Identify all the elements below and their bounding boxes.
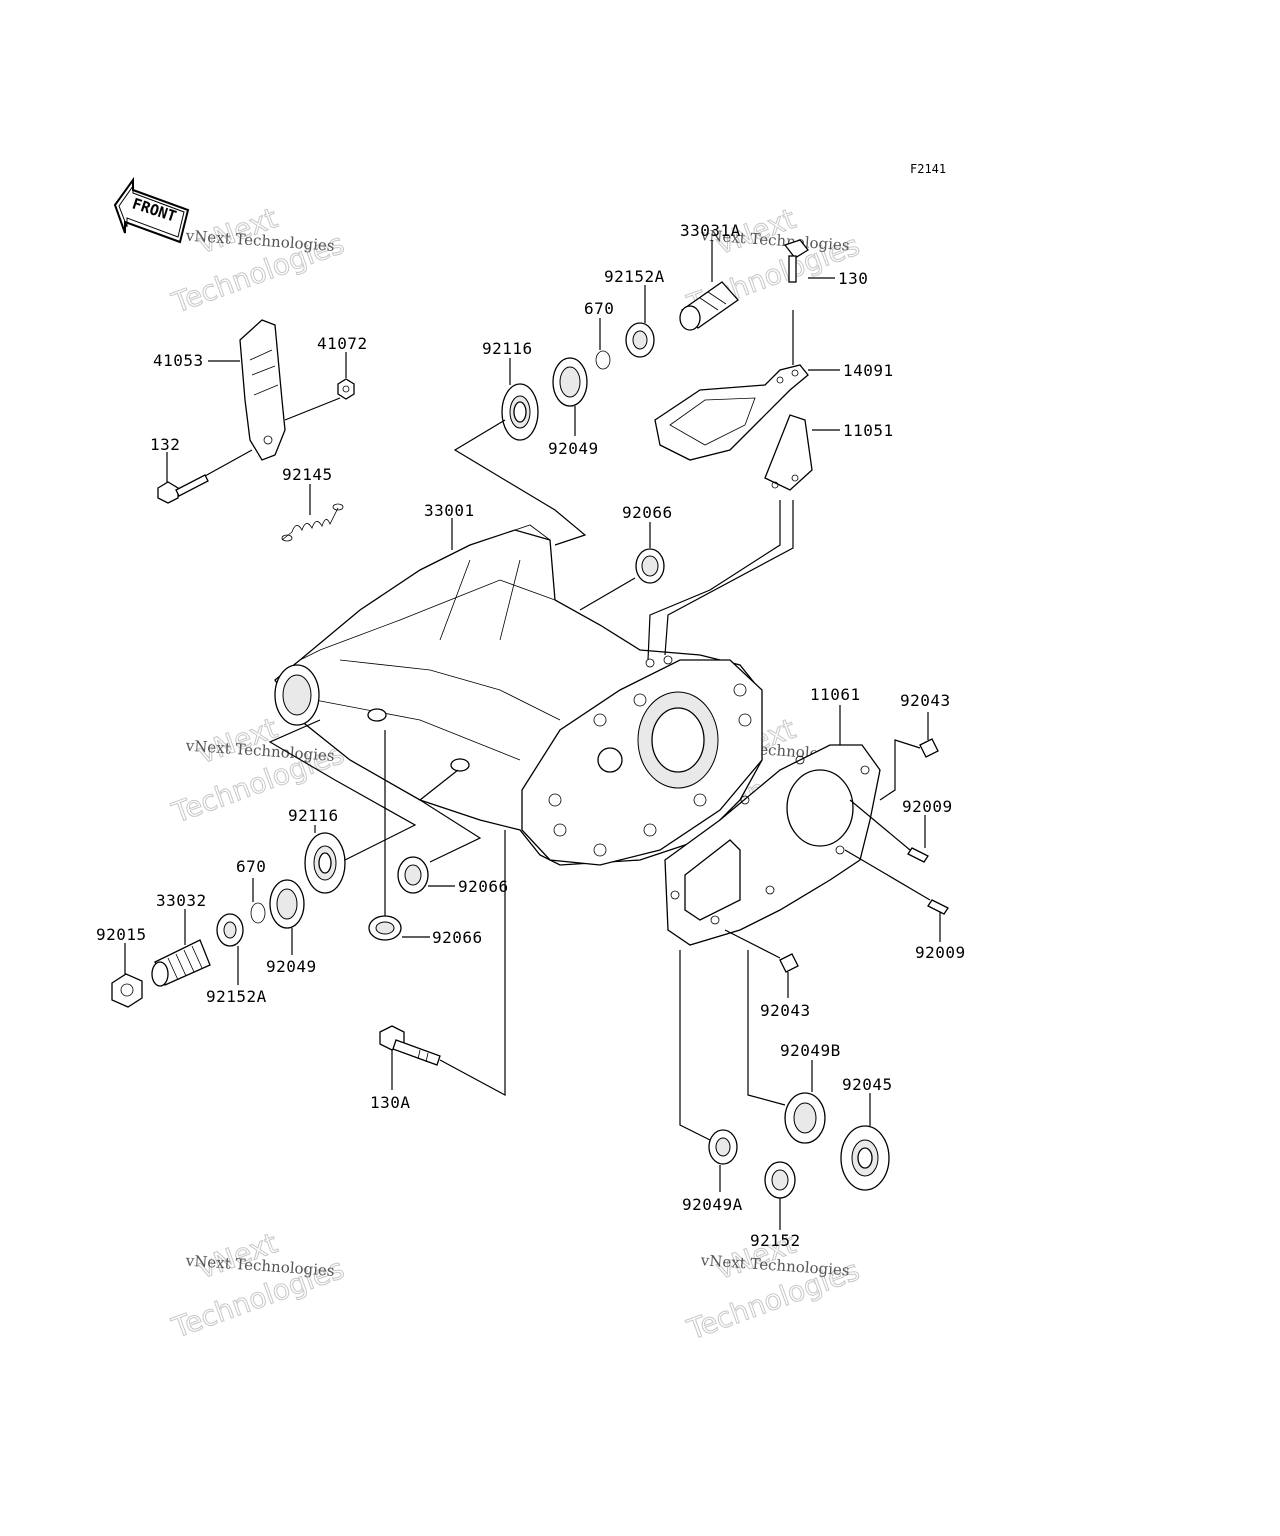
collar-92152 bbox=[764, 1161, 796, 1199]
cover-gasket-11061 bbox=[664, 744, 881, 946]
nut-41072 bbox=[337, 378, 355, 400]
label-92043-right: 92043 bbox=[900, 691, 951, 710]
label-92152A-left: 92152A bbox=[206, 987, 267, 1006]
cover-plate-14091 bbox=[654, 364, 809, 461]
front-arrow-icon: FRONT bbox=[113, 176, 190, 244]
screw-92009-b bbox=[927, 899, 949, 915]
figure-id: F2141 bbox=[910, 162, 946, 176]
label-92066-low: 92066 bbox=[432, 928, 483, 947]
bearing-92116-left bbox=[304, 832, 346, 894]
pivot-shaft-33032 bbox=[151, 939, 211, 987]
bushing-92066-top bbox=[635, 548, 665, 584]
label-33031A: 33031A bbox=[680, 221, 741, 240]
seal-92049A bbox=[708, 1129, 738, 1165]
label-92152A-top: 92152A bbox=[604, 267, 665, 286]
bearing-92116-top bbox=[501, 383, 539, 441]
label-130A: 130A bbox=[370, 1093, 411, 1112]
spring-92145 bbox=[281, 503, 344, 542]
label-670-left: 670 bbox=[236, 857, 266, 876]
label-92043-low: 92043 bbox=[760, 1001, 811, 1020]
label-41072: 41072 bbox=[317, 334, 368, 353]
label-41053: 41053 bbox=[153, 351, 204, 370]
label-92152: 92152 bbox=[750, 1231, 801, 1250]
bolt-130 bbox=[783, 239, 809, 283]
swingarm-housing bbox=[274, 524, 763, 866]
seal-92049B bbox=[784, 1092, 826, 1144]
label-670-top: 670 bbox=[584, 299, 614, 318]
dowel-92043-low bbox=[779, 953, 799, 973]
label-92049-top: 92049 bbox=[548, 439, 599, 458]
label-92116-left: 92116 bbox=[288, 806, 339, 825]
label-92015: 92015 bbox=[96, 925, 147, 944]
label-92045: 92045 bbox=[842, 1075, 893, 1094]
seal-92049-left bbox=[269, 879, 305, 929]
dowel-92043-right bbox=[919, 738, 939, 758]
label-14091: 14091 bbox=[843, 361, 894, 380]
label-92009-b: 92009 bbox=[915, 943, 966, 962]
circlip-670-left bbox=[250, 902, 266, 924]
label-33001: 33001 bbox=[424, 501, 475, 520]
label-92116-top: 92116 bbox=[482, 339, 533, 358]
label-92066-mid: 92066 bbox=[458, 877, 509, 896]
bearing-92045 bbox=[840, 1125, 890, 1191]
label-130: 130 bbox=[838, 269, 868, 288]
bracket-11051 bbox=[764, 414, 813, 491]
nut-92015 bbox=[111, 973, 143, 1008]
label-92049-left: 92049 bbox=[266, 957, 317, 976]
collar-92152A-top bbox=[625, 322, 655, 358]
pivot-shaft-33031A bbox=[679, 281, 739, 331]
label-92009-a: 92009 bbox=[902, 797, 953, 816]
bolt-132 bbox=[157, 474, 209, 504]
label-92049B: 92049B bbox=[780, 1041, 841, 1060]
chain-guide-41053 bbox=[239, 319, 286, 461]
watermark-top-left: vNext Technologies vNext Technologies bbox=[167, 201, 349, 321]
label-92049A: 92049A bbox=[682, 1195, 743, 1214]
circlip-670-top bbox=[595, 350, 611, 370]
seal-92049-top bbox=[552, 357, 588, 407]
label-11061: 11061 bbox=[810, 685, 861, 704]
collar-92152A-left bbox=[216, 913, 244, 947]
label-33032: 33032 bbox=[156, 891, 207, 910]
bushing-92066-mid bbox=[397, 856, 429, 894]
label-11051: 11051 bbox=[843, 421, 894, 440]
bushing-92066-low bbox=[368, 915, 402, 941]
label-92066-top: 92066 bbox=[622, 503, 673, 522]
watermark-bottom-left: vNext Technologies vNext Technologies bbox=[167, 1226, 349, 1346]
label-92145: 92145 bbox=[282, 465, 333, 484]
label-132: 132 bbox=[150, 435, 180, 454]
screw-92009-a bbox=[907, 847, 929, 863]
bolt-130A bbox=[379, 1025, 441, 1066]
